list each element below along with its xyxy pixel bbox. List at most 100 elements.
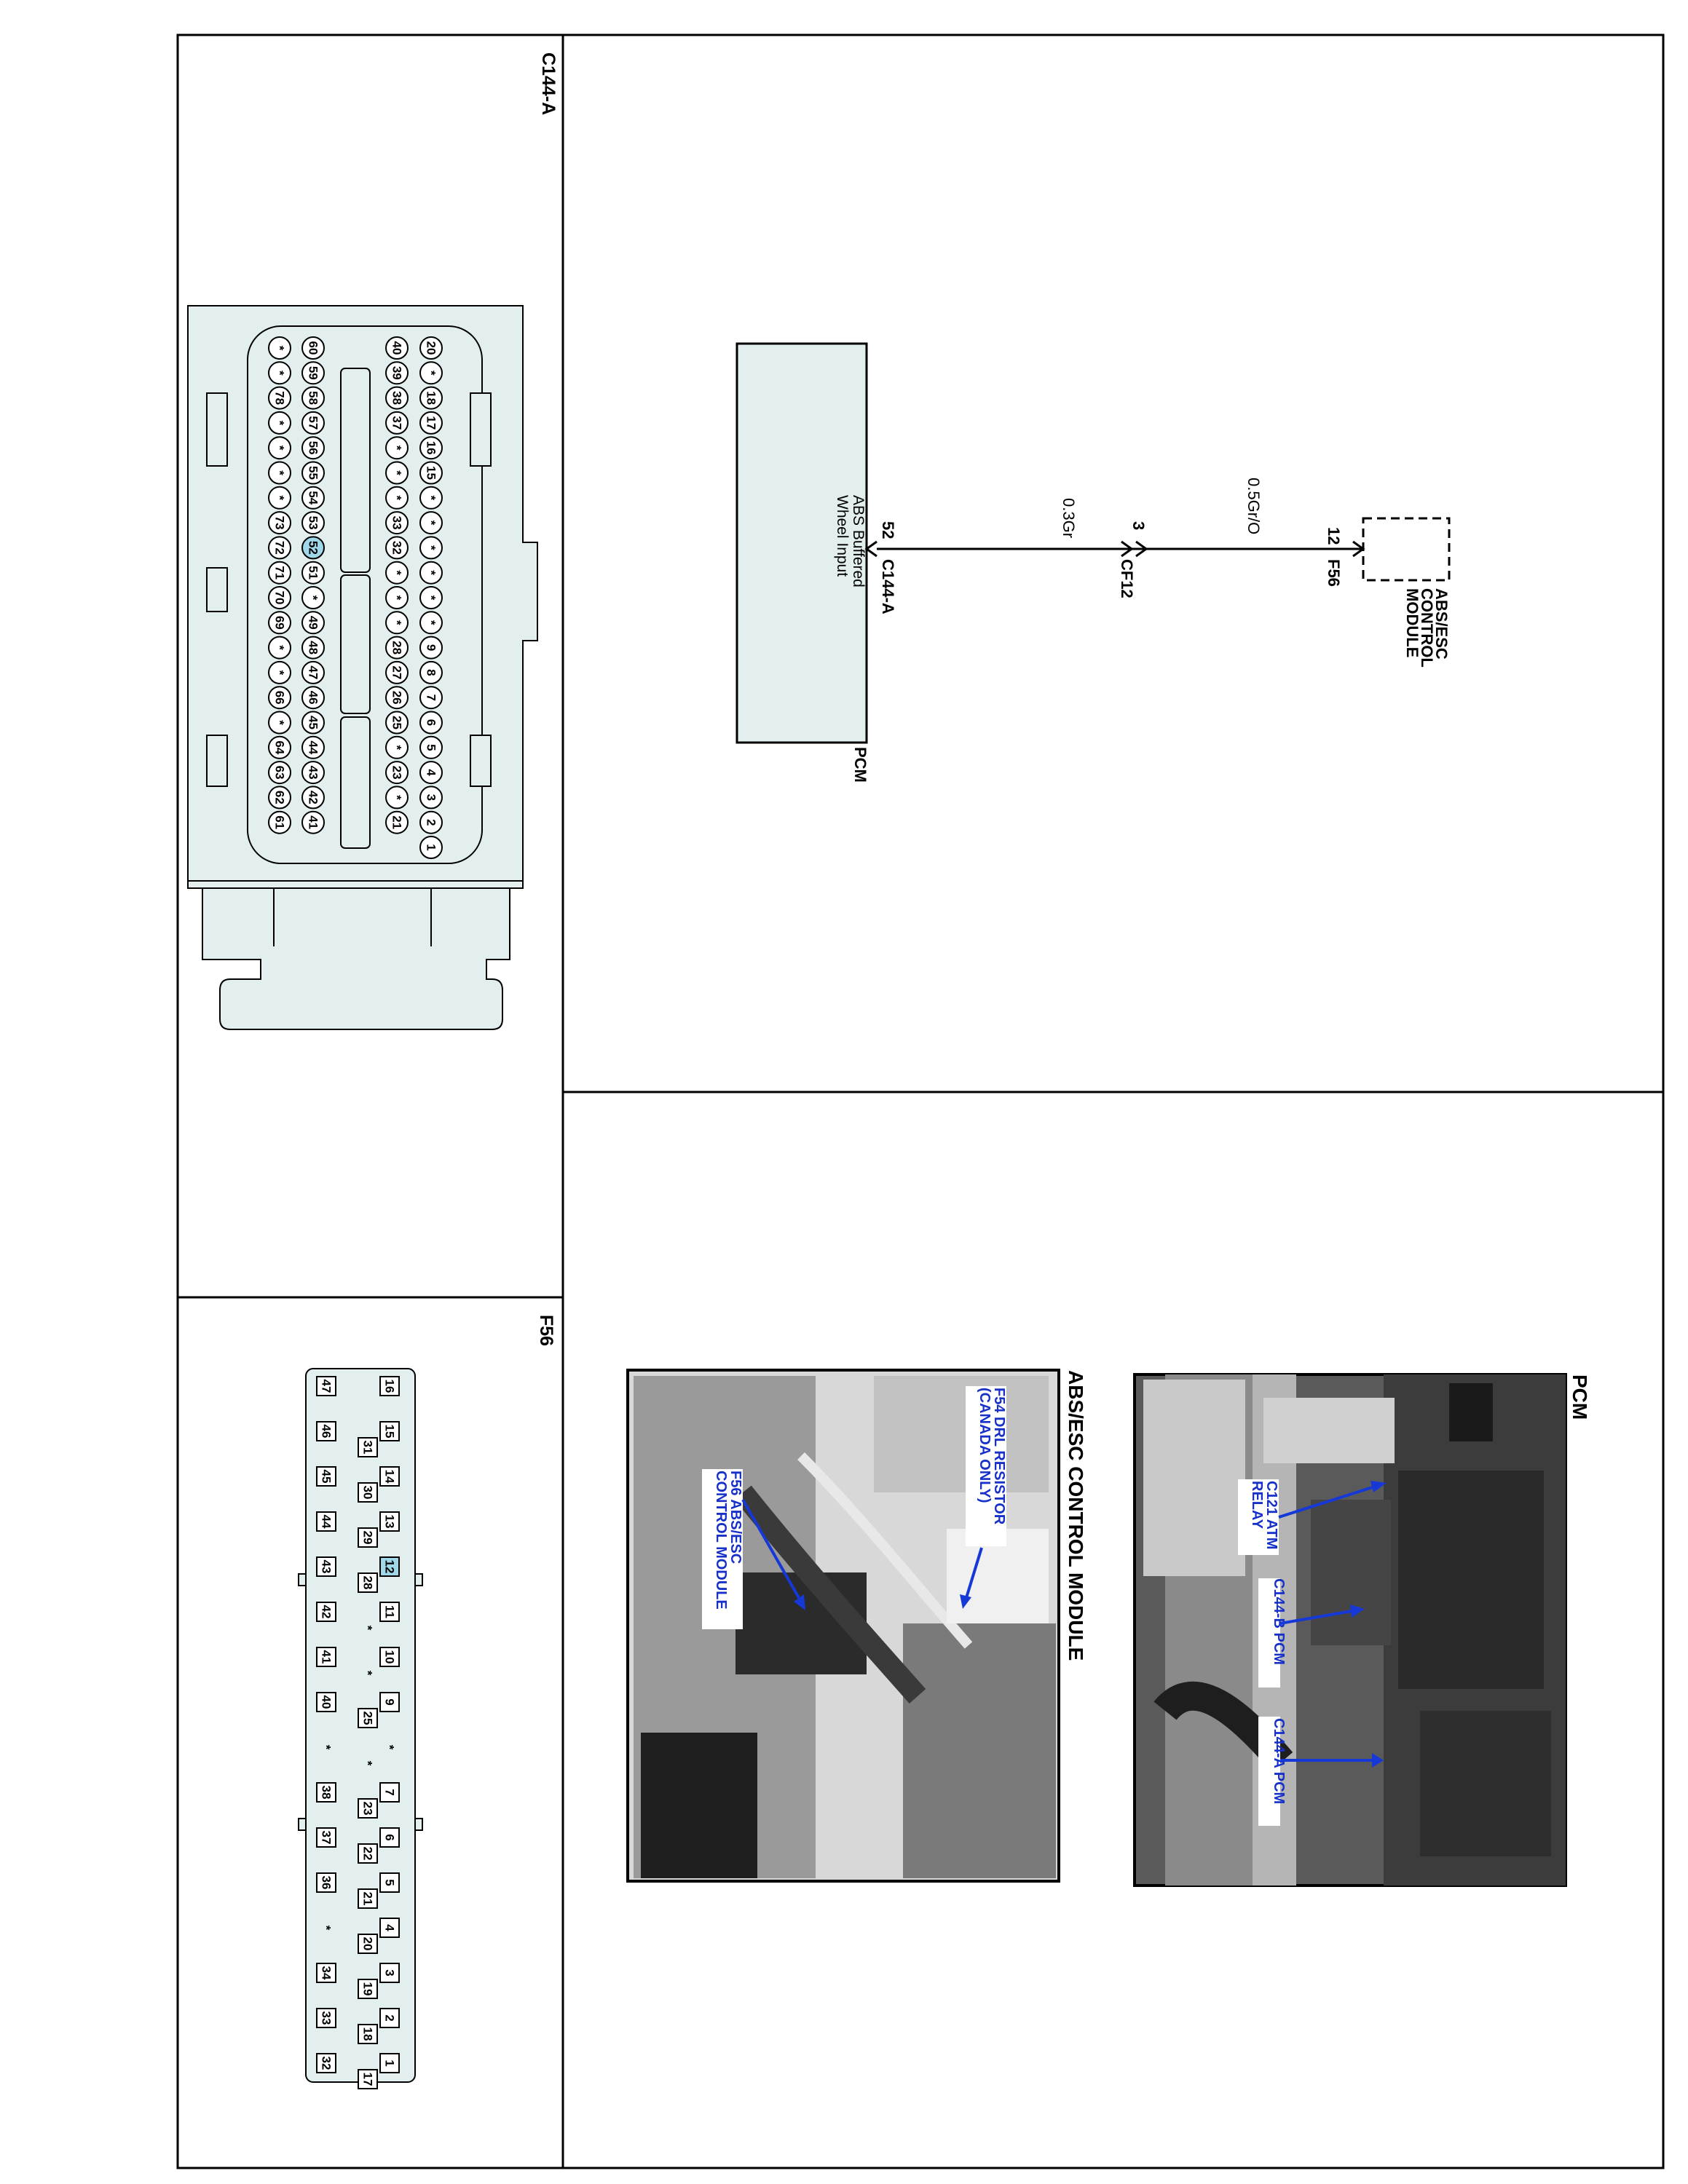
pin-cavity (385, 386, 409, 410)
pin-cavity (419, 386, 443, 410)
pin-label: * (425, 545, 438, 550)
pin-label: 52 (307, 541, 320, 555)
pin-cavity (419, 786, 443, 810)
abs-esc-photo (626, 1369, 1060, 1883)
pin-label: 15 (425, 466, 438, 480)
pin-cavity (301, 711, 325, 735)
pin-label: 37 (320, 1831, 334, 1845)
pin-label: 48 (307, 641, 320, 654)
pin-cavity (268, 761, 291, 785)
callout-arrowhead (960, 1594, 971, 1609)
pin-cavity (419, 810, 443, 834)
pin-cavity (316, 1782, 336, 1803)
pin-label: 15 (383, 1425, 397, 1439)
pin-cavity (379, 1376, 400, 1396)
pin-cavity (301, 636, 325, 660)
pin-label: 4 (425, 769, 438, 776)
pin-cavity (379, 1647, 400, 1667)
pin-cavity (268, 336, 291, 360)
pin-label: 64 (273, 740, 287, 754)
pin-label: * (390, 470, 404, 475)
pin-cavity (385, 336, 409, 360)
pin-label: 21 (361, 1892, 375, 1906)
pin-cavity (358, 2069, 378, 2089)
pin-label: 27 (390, 665, 404, 679)
pin-label: 2 (383, 2014, 397, 2021)
pin-label: 13 (383, 1515, 397, 1529)
pin-label: 20 (361, 1937, 375, 1951)
pin-label: * (425, 570, 438, 575)
pin-label: 4 (383, 1924, 397, 1931)
f56-connector-panel: F56 161514131211109*765432131302928**25*… (298, 1315, 556, 2089)
f56-pin-grid: 161514131211109*765432131302928**25*2322… (316, 1376, 400, 2089)
pin-cavity (301, 536, 325, 560)
pin-label: 78 (273, 391, 287, 405)
pin-label: 7 (425, 694, 438, 700)
pin-cavity (268, 586, 291, 609)
pin-cavity (268, 511, 291, 535)
pin-label: 63 (273, 766, 287, 780)
abs-photo-panel: ABS/ESC CONTROL MODULE F54 DRL RESISTOR … (626, 1369, 1087, 1883)
pin-cavity (268, 486, 291, 510)
module-label-line1: ABS/ESC (1432, 588, 1451, 660)
pin-cavity (385, 611, 409, 635)
pin-label: 26 (390, 691, 404, 705)
pin-label: * (320, 1926, 334, 1931)
pin-label: 60 (307, 341, 320, 355)
pin-label: 69 (273, 616, 287, 630)
pin-label: * (390, 596, 404, 601)
pin-cavity (419, 461, 443, 485)
pin-cavity (385, 711, 409, 735)
pin-label: 46 (320, 1425, 334, 1439)
pin-label: * (361, 1626, 375, 1631)
pcm-circuit-label-line2: Wheel Input (834, 495, 851, 577)
pin-cavity (379, 2008, 400, 2028)
pin-label: 56 (307, 441, 320, 455)
inline-pin: 3 (1129, 521, 1148, 530)
c144a-housing (187, 305, 538, 1030)
pin-label: 2 (425, 819, 438, 826)
pin-label: * (425, 521, 438, 526)
module-label-line3: MODULE (1403, 588, 1421, 657)
pin-cavity (419, 486, 443, 510)
callout-arrow (1278, 1484, 1380, 1519)
pin-cavity (358, 1843, 378, 1864)
pin-label: 40 (320, 1696, 334, 1709)
pin-cavity (316, 2053, 336, 2073)
pcm-photo-panel: PCM C121 ATM RELAY C144-B PCM (1133, 1373, 1591, 1887)
callout-f56-line1: F56 ABS/ESC (727, 1471, 744, 1564)
pin-label: 12 (383, 1560, 397, 1574)
pin-label: 46 (307, 691, 320, 705)
wire-bottom-label: 0.3Gr (1060, 498, 1078, 538)
pin-label: 11 (383, 1605, 397, 1618)
pin-cavity (301, 660, 325, 684)
pin-label: 33 (320, 2011, 334, 2025)
pin-cavity (268, 611, 291, 635)
pin-cavity (379, 1556, 400, 1577)
pcm-photo (1133, 1373, 1567, 1887)
pin-label: * (390, 795, 404, 800)
pin-label: * (425, 495, 438, 500)
pin-label: 16 (383, 1380, 397, 1393)
c144a-connector-panel: C144-A 20*18171615******9876543214039383… (187, 52, 559, 1030)
pin-label: 41 (320, 1650, 334, 1664)
pin-cavity (268, 411, 291, 435)
pin-label: 18 (361, 2027, 375, 2041)
pin-cavity (316, 2008, 336, 2028)
pin-cavity (358, 1888, 378, 1909)
pin-cavity (358, 1708, 378, 1728)
pin-cavity (379, 1827, 400, 1848)
pin-cavity (316, 1556, 336, 1577)
pin-cavity (301, 561, 325, 585)
pin-cavity (268, 636, 291, 660)
pin-label: * (273, 670, 287, 676)
pin-label: 7 (383, 1789, 397, 1795)
pin-cavity (385, 810, 409, 834)
pin-cavity (419, 361, 443, 385)
pin-cavity (316, 1511, 336, 1532)
pin-cavity (419, 836, 443, 859)
pin-label: 18 (425, 391, 438, 405)
abs-esc-module-box (1362, 517, 1451, 582)
pin-label: * (273, 371, 287, 376)
